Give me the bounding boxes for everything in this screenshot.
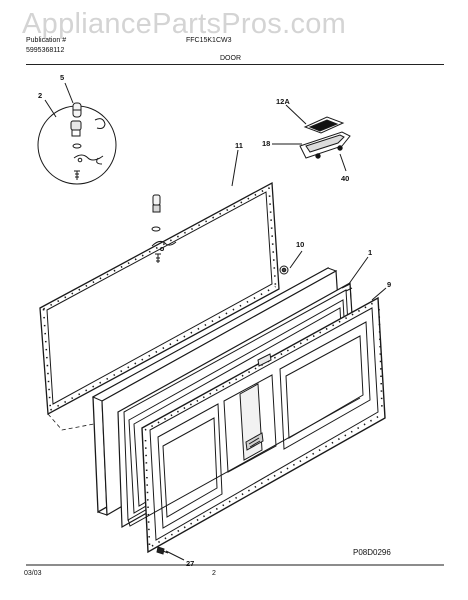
cap-part — [279, 265, 289, 275]
hinge-parts — [151, 194, 177, 263]
header-rule — [26, 64, 444, 65]
publication-label: Publication # — [26, 37, 67, 44]
callout-40: 40 — [341, 174, 349, 183]
callout-1: 1 — [368, 248, 372, 257]
callout-9: 9 — [387, 280, 391, 289]
callout-11: 11 — [235, 141, 243, 150]
page-number: 2 — [212, 570, 216, 577]
footer-date: 03/03 — [24, 570, 42, 577]
callout-10: 10 — [296, 240, 304, 249]
screw-part — [156, 546, 169, 555]
callout-5: 5 — [60, 73, 64, 82]
door-trim-edge — [127, 283, 361, 527]
callout-18: 18 — [262, 139, 270, 148]
door-handle-assembly — [299, 116, 351, 159]
callout-2: 2 — [38, 91, 42, 100]
figure-code: P08D0296 — [353, 548, 391, 557]
door-gasket — [39, 181, 280, 416]
hinge-detail-inset — [37, 102, 117, 185]
door-inner-frame — [141, 296, 386, 554]
watermark: AppliancePartsPros.com — [22, 8, 347, 40]
section-title: DOOR — [220, 55, 241, 62]
model-number: FFC15K1CW3 — [186, 37, 232, 44]
callout-12a: 12A — [276, 97, 290, 106]
part-number: 5995368112 — [26, 47, 65, 54]
callout-27: 27 — [186, 559, 194, 568]
